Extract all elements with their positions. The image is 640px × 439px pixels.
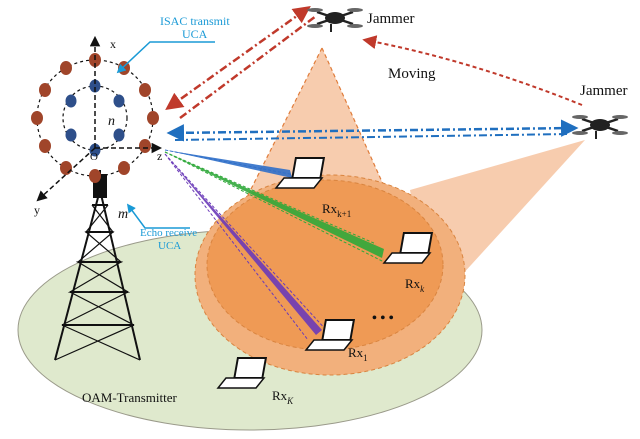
isac-transmit-label: ISAC transmit bbox=[160, 14, 230, 28]
axis-y-label: y bbox=[34, 203, 40, 217]
rx-K-label: RxK bbox=[272, 388, 294, 406]
jammer-link-red-a bbox=[165, 5, 311, 111]
axis-z-label: z bbox=[157, 149, 162, 163]
laptop-icon bbox=[274, 157, 326, 189]
jammer-right-label: Jammer bbox=[580, 83, 627, 99]
ring-m-label: m bbox=[118, 207, 128, 222]
coverage-area-inner bbox=[206, 179, 444, 351]
drone-icon bbox=[572, 115, 628, 139]
ring-n-label: n bbox=[108, 114, 115, 129]
rx-1-label: Rx1 bbox=[348, 345, 368, 363]
jammer-link-red-b bbox=[179, 15, 317, 119]
isac-transmit-uca-label: UCA bbox=[182, 27, 208, 41]
jammer-top-label: Jammer bbox=[367, 11, 414, 27]
beam-purple bbox=[164, 153, 329, 341]
origin-label: O bbox=[90, 151, 98, 163]
moving-path bbox=[362, 35, 583, 106]
laptop-icon bbox=[304, 319, 356, 351]
ellipsis-dots: • • • bbox=[372, 311, 394, 326]
beam-green bbox=[164, 151, 385, 263]
echo-receive-uca-label: UCA bbox=[158, 240, 181, 252]
echo-receive-label: Echo receive bbox=[140, 227, 197, 239]
laptop-icon bbox=[216, 357, 268, 389]
beam-blue bbox=[164, 149, 301, 178]
rx-k1-label: Rxk+1 bbox=[322, 201, 351, 219]
laptop-icon bbox=[382, 232, 434, 264]
moving-label: Moving bbox=[388, 66, 436, 82]
jammer-link-blue bbox=[166, 119, 579, 142]
axis-x-label: x bbox=[110, 37, 116, 51]
coordinate-axes bbox=[36, 35, 163, 202]
drone-icon bbox=[307, 8, 363, 32]
oam-transmitter-label: OAM-Transmitter bbox=[82, 390, 178, 405]
rx-k-label: Rxk bbox=[405, 276, 425, 294]
